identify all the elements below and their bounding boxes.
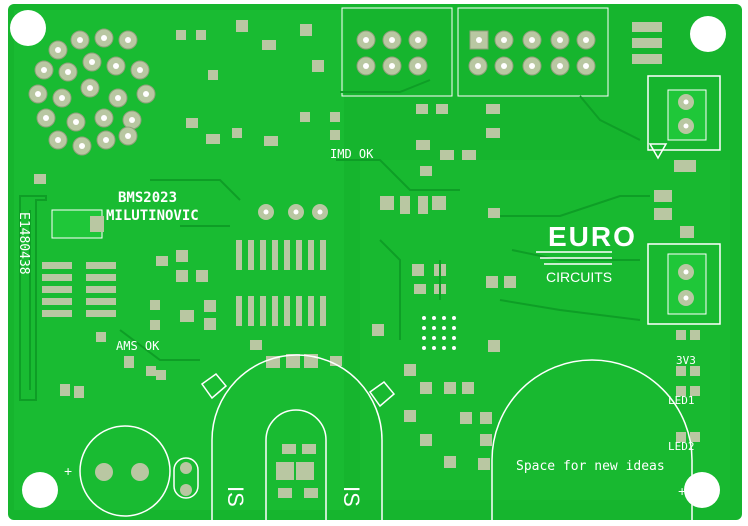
small-pad-b bbox=[180, 484, 192, 496]
small-connector-top bbox=[632, 22, 662, 64]
label-3v3: 3V3 bbox=[676, 354, 696, 367]
copper-boundary bbox=[19, 195, 47, 401]
label-led1: LED1 bbox=[668, 394, 695, 407]
ams-status-text: AMS OK bbox=[116, 339, 160, 353]
ic-pins-upper bbox=[236, 240, 326, 270]
isolator-pad-1 bbox=[282, 444, 296, 454]
screw-terminal-mid-right bbox=[647, 243, 721, 325]
screw-terminal-top-right bbox=[647, 75, 721, 151]
mount-hole-top-left bbox=[10, 10, 46, 46]
logo-bottom-text: CIRCUITS bbox=[546, 269, 612, 285]
label-is-right: IS bbox=[339, 486, 364, 507]
label-is-left: IS bbox=[223, 486, 248, 507]
smd-pads bbox=[34, 20, 700, 470]
mount-hole-top-right bbox=[690, 16, 726, 52]
isolator-pad-5 bbox=[278, 488, 292, 498]
label-led2: LED2 bbox=[668, 440, 695, 453]
title-text: BMS2023 bbox=[118, 190, 177, 206]
isolator-pad-4 bbox=[296, 462, 314, 480]
silk-outlines bbox=[79, 143, 693, 520]
author-text: MILUTINOVIC bbox=[106, 208, 199, 224]
board-substrate bbox=[8, 4, 742, 520]
serial-text: E1480438 bbox=[16, 212, 31, 275]
logo-top-text: EURO bbox=[548, 221, 637, 252]
traces bbox=[29, 79, 650, 390]
isolator-pad-6 bbox=[304, 488, 318, 498]
imd-status-text: IMD OK bbox=[330, 147, 374, 161]
mount-hole-bottom-right bbox=[684, 472, 720, 508]
free-area-text: Space for new ideas bbox=[516, 459, 665, 474]
plus-left-text: + bbox=[64, 463, 72, 479]
ic-pins-lower bbox=[236, 296, 326, 326]
ic-left bbox=[42, 209, 116, 317]
header-connector-right bbox=[457, 7, 609, 97]
transformer-pads bbox=[258, 204, 328, 220]
isolator-pad-2 bbox=[302, 444, 316, 454]
eurocircuits-logo: EURO CIRCUITS bbox=[536, 221, 637, 285]
mount-hole-bottom-left bbox=[22, 472, 58, 508]
header-connector-left bbox=[341, 7, 453, 97]
small-pad-a bbox=[180, 462, 192, 474]
plus-right-text: + bbox=[678, 483, 686, 499]
isolator-pad-3 bbox=[276, 462, 294, 480]
large-pad-left bbox=[95, 463, 113, 481]
large-pad-right bbox=[131, 463, 149, 481]
round-connector-drills bbox=[35, 35, 149, 149]
bga-grid bbox=[422, 316, 456, 350]
